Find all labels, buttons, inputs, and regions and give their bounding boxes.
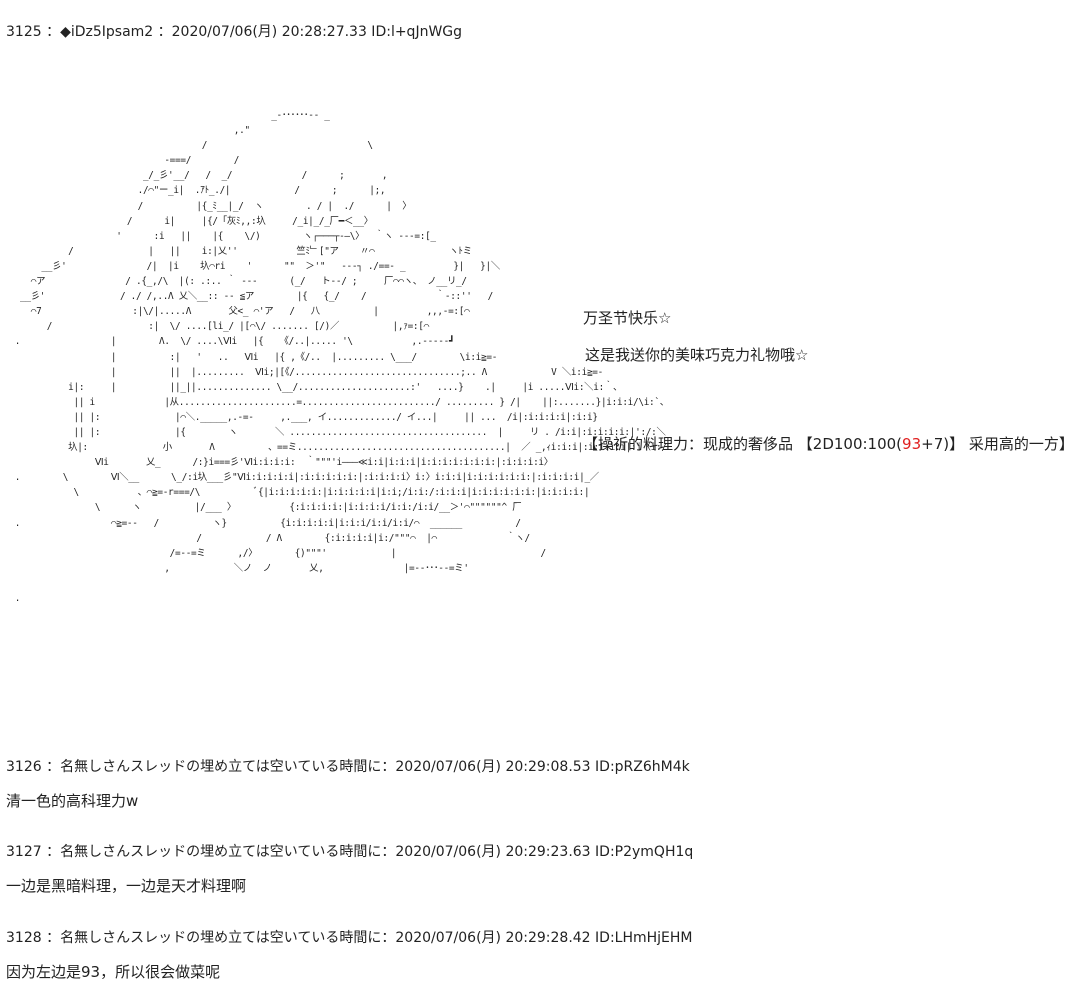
post-header-3128: 3128 ：名無しさんスレッドの埋め立ては空いている時間に：2020/07/06… (6, 930, 693, 946)
dice-roll-prefix: 【操祈的料理力：现成的奢侈品 【2D100:100( (583, 435, 903, 453)
side-text-line-1: 万圣节快乐☆ (583, 309, 672, 327)
dice-roll-line: 【操祈的料理力：现成的奢侈品 【2D100:100(93+7)】 采用高的一方】 (583, 434, 1066, 454)
post-header-3126: 3126 ：名無しさんスレッドの埋め立ては空いている時間に：2020/07/06… (6, 759, 690, 775)
dice-roll-suffix: +7)】 采用高的一方】 (921, 435, 1066, 453)
post-body-3126: 清一色的高科理力w (6, 792, 139, 810)
post-header-3127: 3127 ：名無しさんスレッドの埋め立ては空いている時間に：2020/07/06… (6, 844, 694, 860)
post-header-3125: 3125 ：◆iDz5Ipsam2 ：2020/07/06(月) 20:28:2… (6, 24, 463, 40)
post-body-3127: 一边是黑暗料理，一边是天才料理啊 (6, 877, 247, 895)
dice-roll-value: 93 (902, 435, 922, 453)
ascii-art-illustration: _-･･････-- _ ,." / \ -===/ / (14, 110, 669, 604)
side-text-line-2: 这是我送你的美味巧克力礼物哦☆ (585, 346, 809, 364)
post-body-3128: 因为左边是93，所以很会做菜呢 (6, 963, 221, 981)
